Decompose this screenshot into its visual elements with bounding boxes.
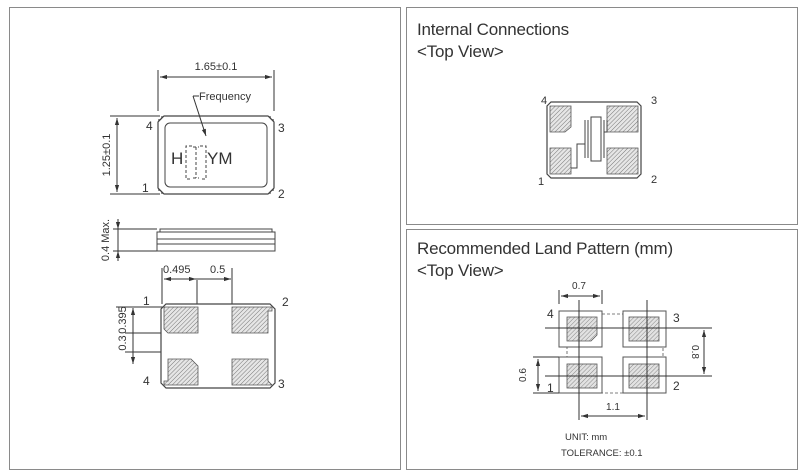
package-outline-dashed [566, 313, 664, 394]
pin-label-1: 1 [143, 294, 150, 308]
pin-label-2: 2 [651, 174, 657, 186]
frequency-callout: Frequency [199, 91, 251, 103]
pitch-y-dim-label: 0.8 [689, 345, 700, 359]
pin-label-4: 4 [547, 307, 554, 321]
pad-2 [606, 147, 639, 175]
land-pattern-title: Recommended Land Pattern (mm) [417, 239, 673, 258]
pad-1 [549, 147, 572, 175]
pad-1 [163, 306, 199, 334]
pad-3 [606, 105, 639, 133]
package-drawing: 1.65±0.1 1.25±0.1 H YM Frequency 4 3 1 2 [100, 61, 289, 391]
pad-width-dim-label: 0.7 [572, 281, 586, 292]
frequency-code-box [185, 145, 207, 180]
top-view: 1.65±0.1 1.25±0.1 H YM Frequency 4 3 1 2 [101, 61, 285, 201]
land-pattern-subtitle: <Top View> [417, 261, 504, 280]
pad-2 [231, 306, 273, 334]
land-pattern-drawing: 0.7 0.8 0.6 1.1 4 3 1 2 UNIT: mm [518, 281, 712, 459]
crystal-resonator-icon [571, 116, 608, 169]
thickness-dim-label: 0.4 Max. [100, 219, 112, 261]
pad-gap-dim-label: 0.5 [210, 264, 225, 276]
pin-label-3: 3 [673, 311, 680, 325]
base-side [156, 231, 276, 252]
tolerance-note: TOLERANCE: ±0.1 [561, 448, 643, 459]
package-dimensions-panel: 1.65±0.1 1.25±0.1 H YM Frequency 4 3 1 2 [9, 7, 401, 470]
pin-label-4: 4 [541, 95, 547, 107]
callout-leader [192, 95, 207, 137]
pitch-x-dim-label: 1.1 [606, 402, 620, 413]
pin-label-3: 3 [278, 121, 285, 135]
internal-connections-panel: Internal Connections <Top View> 4 3 1 2 [406, 7, 798, 225]
pad-vgap-dim-label: 0.3 [117, 335, 129, 350]
pad-height-dim-label: 0.395 [117, 306, 129, 334]
pin-label-1: 1 [538, 176, 544, 188]
pin-label-2: 2 [673, 379, 680, 393]
pad-height-dim-label: 0.6 [518, 368, 529, 382]
pin-label-4: 4 [146, 119, 153, 133]
pad-4 [549, 105, 572, 133]
lid-outline [164, 122, 268, 188]
side-view: 0.4 Max. [100, 219, 276, 261]
pad-3 [231, 358, 273, 386]
pin-label-3: 3 [278, 377, 285, 391]
height-dim-label: 1.25±0.1 [101, 134, 113, 177]
pin-label-3: 3 [651, 95, 657, 107]
land-pattern-panel: Recommended Land Pattern (mm) <Top View>… [406, 229, 798, 470]
internal-connections-title: Internal Connections [417, 20, 569, 39]
pad-width-dim-label: 0.495 [163, 264, 191, 276]
internal-connections-subtitle: <Top View> [417, 42, 504, 61]
marking-prefix: H [171, 149, 183, 168]
pin-label-4: 4 [143, 374, 150, 388]
internal-connections-drawing: 4 3 1 2 [538, 95, 657, 188]
pin-label-1: 1 [547, 381, 554, 395]
width-dim-label: 1.65±0.1 [195, 61, 238, 73]
pin-label-1: 1 [142, 181, 149, 195]
pin-label-2: 2 [278, 187, 285, 201]
unit-note: UNIT: mm [565, 432, 607, 443]
marking-suffix: YM [207, 149, 233, 168]
pin-label-2: 2 [282, 295, 289, 309]
bottom-view: 0.495 0.5 0.395 0.3 1 2 3 4 [116, 264, 289, 391]
pad-4 [163, 358, 199, 386]
